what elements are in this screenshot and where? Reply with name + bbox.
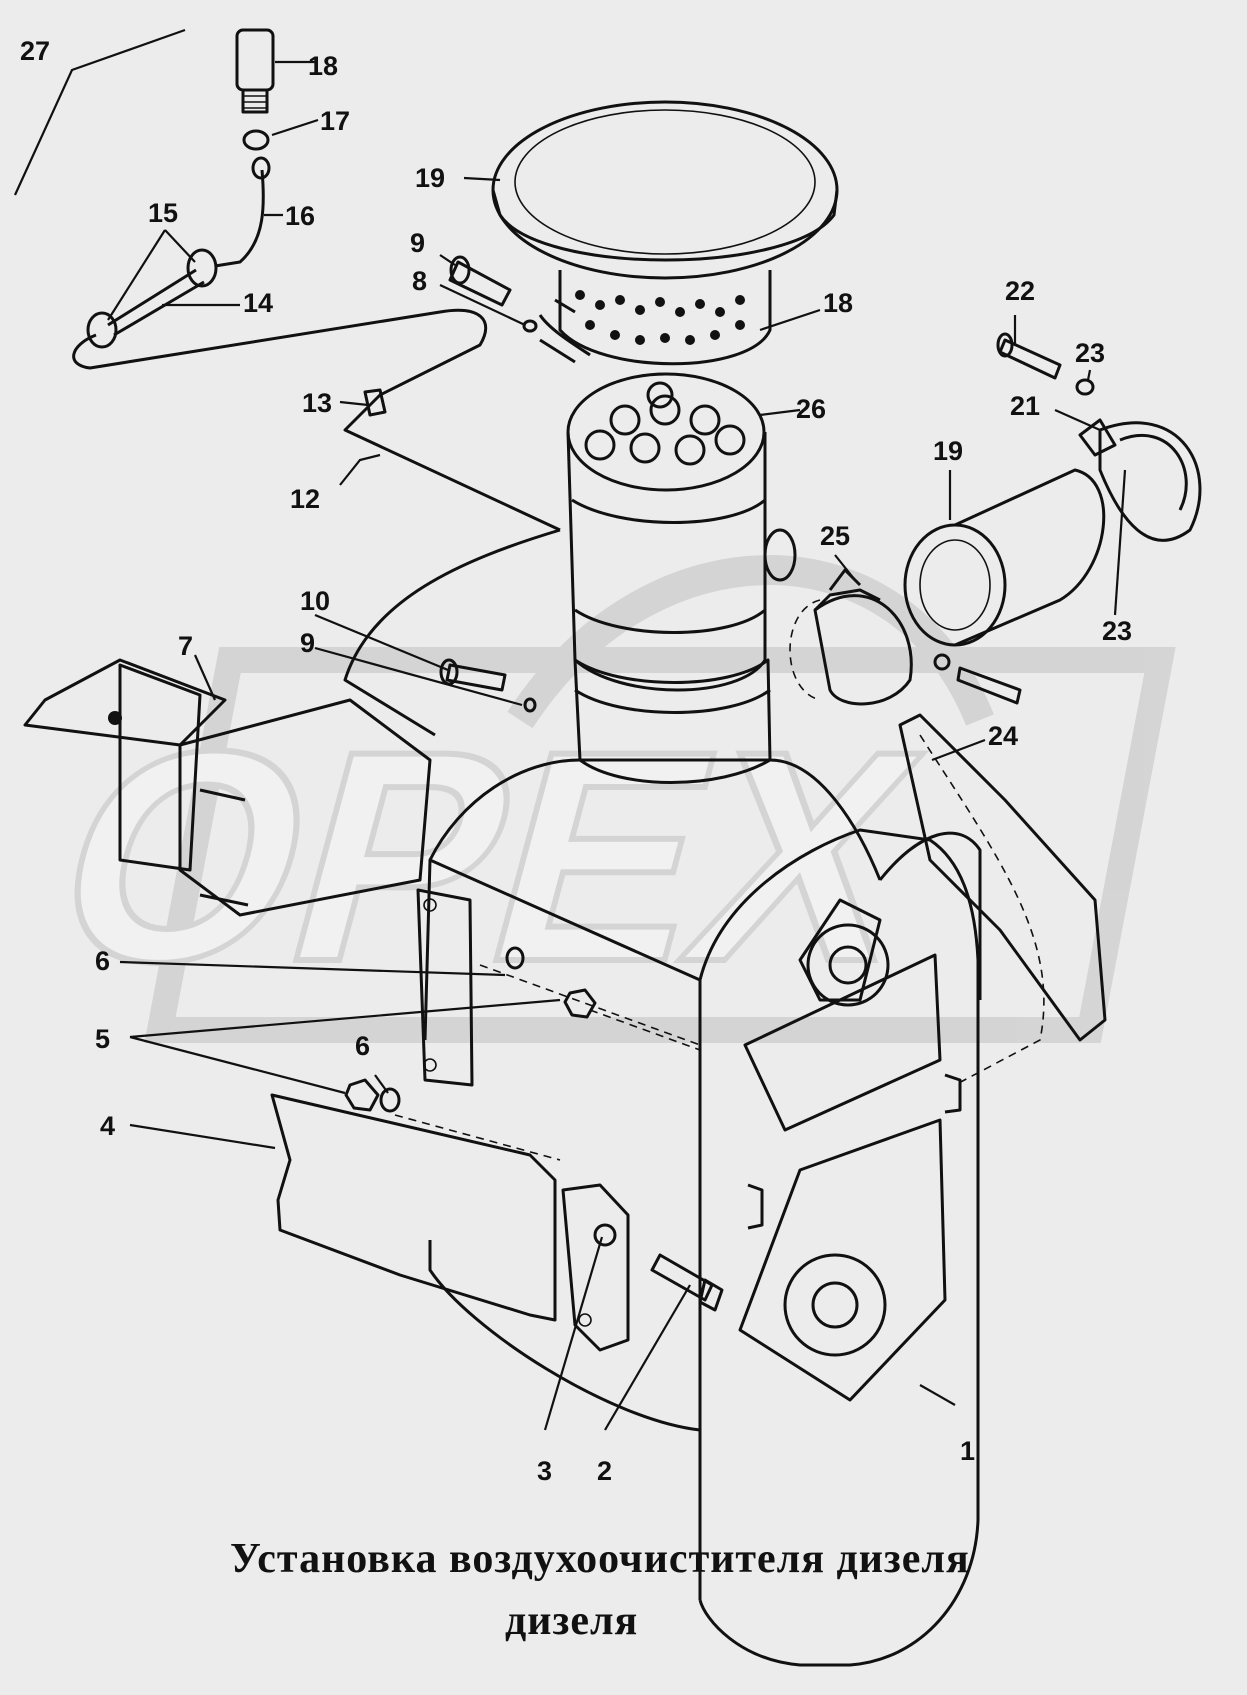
callout-27: 27: [20, 36, 50, 66]
part-3-plate: [561, 1183, 630, 1352]
part-11-clip: [363, 388, 387, 417]
part-5-nut-a: [563, 988, 597, 1019]
leader-lines: [107, 60, 1127, 1431]
callout-26: 26: [796, 394, 826, 424]
callout-6-b: 6: [355, 1031, 370, 1061]
callout-3: 3: [537, 1456, 552, 1486]
part-8-washer-upper: [522, 319, 538, 333]
part-22-nut: [1075, 378, 1095, 396]
svg-text:OPEX: OPEX: [26, 689, 951, 1024]
part-17-cover: [491, 100, 839, 280]
part-5-nut-b: [344, 1078, 380, 1112]
callout-12: 14: [243, 288, 273, 318]
part-8-washer-lower: [523, 697, 537, 713]
hidden-line-right: [919, 734, 1045, 1086]
left-strap: [416, 888, 474, 1087]
part-6-washer-b: [379, 1087, 401, 1113]
callout-labels: 27 18 17 16 15 14 19 9 8 13 12 18 26 22 …: [20, 36, 1132, 1486]
callout-6-a: 6: [95, 946, 110, 976]
part-2-bolt: [650, 1253, 724, 1312]
callout-11: 13: [302, 388, 332, 418]
part-20-clamp: [1078, 418, 1202, 542]
part-27-line: [13, 28, 186, 196]
callout-21: 22: [1005, 276, 1035, 306]
part-19-washer: [933, 653, 951, 671]
watermark-logo: OPEX: [23, 555, 1176, 1043]
callout-4: 4: [100, 1111, 115, 1141]
diagram-title-line1: Установка воздухоочистителя дизеля: [230, 1536, 970, 1582]
callout-5: 5: [95, 1024, 110, 1054]
part-10-tube-lower: [343, 528, 561, 737]
callout-23: 23: [1102, 616, 1132, 646]
callout-22: 23: [1075, 338, 1105, 368]
part-15-nut: [242, 129, 270, 151]
part-19-filter-sleeve: [903, 468, 1106, 647]
part-13-fittings: [86, 248, 218, 349]
diagram-title-line2: дизеля: [505, 1598, 639, 1644]
callout-8-upper: 8: [412, 266, 427, 296]
callout-20: 21: [1010, 391, 1040, 421]
callout-1: 1: [960, 1436, 975, 1466]
callout-18: 18: [823, 288, 853, 318]
callout-24: 24: [988, 721, 1018, 751]
part-18-filter-cartridge: [538, 270, 772, 366]
callout-10: 12: [290, 484, 320, 514]
part-14-tube: [214, 169, 265, 268]
part-9-bolt-upper: [448, 255, 512, 307]
callout-25: 25: [820, 521, 850, 551]
callout-8-lower: 9: [300, 628, 315, 658]
callout-2: 2: [597, 1456, 612, 1486]
part-14-fitting: [251, 156, 271, 180]
part-1-oil-bath-housing: [423, 758, 982, 1667]
hidden-line-25: [789, 599, 821, 701]
callout-13: 15: [148, 198, 178, 228]
callout-19: 19: [933, 436, 963, 466]
callout-7: 7: [178, 631, 193, 661]
part-4-bracket: [270, 1093, 557, 1322]
callout-9-lower: 10: [300, 586, 330, 616]
part-10-tube: [72, 308, 561, 532]
part-16-indicator: [235, 28, 275, 114]
part-24-strap: [898, 713, 1107, 1042]
callout-16: 18: [308, 51, 338, 81]
hidden-lines-left: [394, 964, 701, 1161]
part-7-bracket: [23, 658, 432, 917]
callout-15: 17: [320, 106, 350, 136]
part-6-washer-a: [505, 946, 525, 970]
callout-17: 19: [415, 163, 445, 193]
part-19-bolt: [956, 666, 1022, 705]
part-26-cyclone-block: [566, 372, 766, 492]
callout-14: 16: [285, 201, 315, 231]
part-21-bolt: [996, 332, 1062, 380]
callout-9-upper: 9: [410, 228, 425, 258]
